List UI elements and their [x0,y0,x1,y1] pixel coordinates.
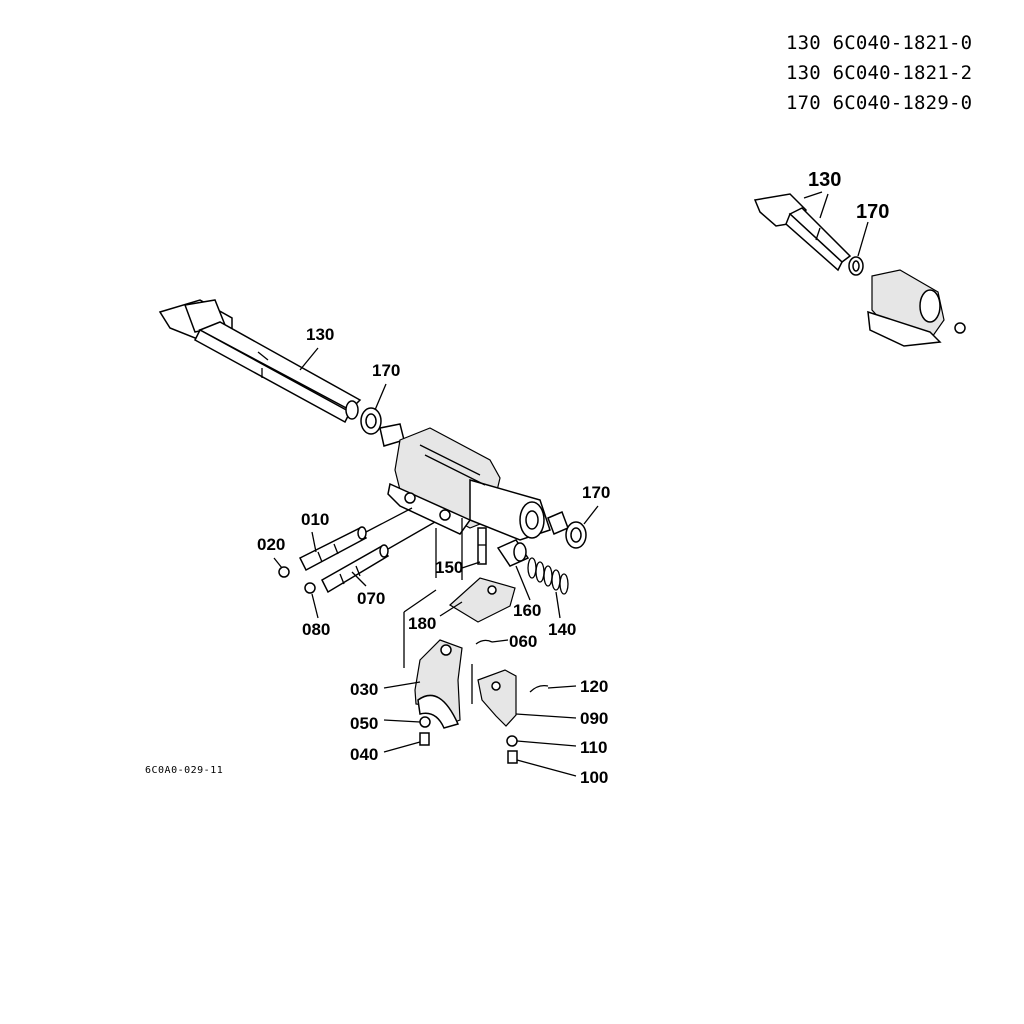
callout-180: 180 [408,614,437,633]
transmission-housing [387,427,551,541]
callout-100: 100 [580,768,609,787]
callout-040: 040 [350,745,379,764]
pin-150 [477,527,487,565]
part-reference-row: 130 6C040-1821-0 [786,32,973,54]
callout-090: 090 [580,709,609,728]
callout-130-inset: 130 [808,169,842,191]
drawing-code: 6C0A0-029-11 [145,765,224,776]
callout-170-inset: 170 [856,201,890,223]
circlip-020 [278,566,290,578]
callout-160: 160 [513,601,542,620]
callout-140: 140 [548,620,577,639]
inset-assembly [753,191,966,347]
spring-140 [527,557,569,595]
pin-060 [475,639,493,645]
callout-070: 070 [357,589,386,608]
bearing-170-left [360,407,382,435]
part-reference-list: 130 6C040-1821-0 130 6C040-1821-2 170 6C… [786,28,972,118]
callout-080: 080 [302,620,331,639]
spacer-right [547,511,569,535]
ball-110 [506,735,518,747]
callout-030: 030 [350,680,379,699]
callout-150: 150 [435,558,464,577]
shaft-130 [158,299,362,424]
spring-040 [419,732,430,746]
callout-130: 130 [306,325,335,344]
callout-170: 170 [372,361,401,380]
shift-fork-090 [477,669,517,727]
bearing-170-right [565,521,587,549]
callout-050: 050 [350,714,379,733]
rod-010 [298,507,413,572]
callout-060: 060 [509,632,538,651]
part-reference-row: 130 6C040-1821-2 [786,62,973,84]
part-reference-row: 170 6C040-1829-0 [786,92,973,114]
rod-070 [321,521,436,594]
spring-100 [507,750,518,764]
callout-010: 010 [301,510,330,529]
callout-170: 170 [582,483,611,502]
plate-180 [448,577,516,623]
ball-050 [419,716,431,728]
shift-fork-030 [414,639,463,729]
pin-120 [529,684,549,693]
circlip-080 [304,582,316,594]
sleeve-160 [496,539,530,567]
callout-120: 120 [580,677,609,696]
callout-020: 020 [257,535,286,554]
callout-110: 110 [580,738,608,757]
